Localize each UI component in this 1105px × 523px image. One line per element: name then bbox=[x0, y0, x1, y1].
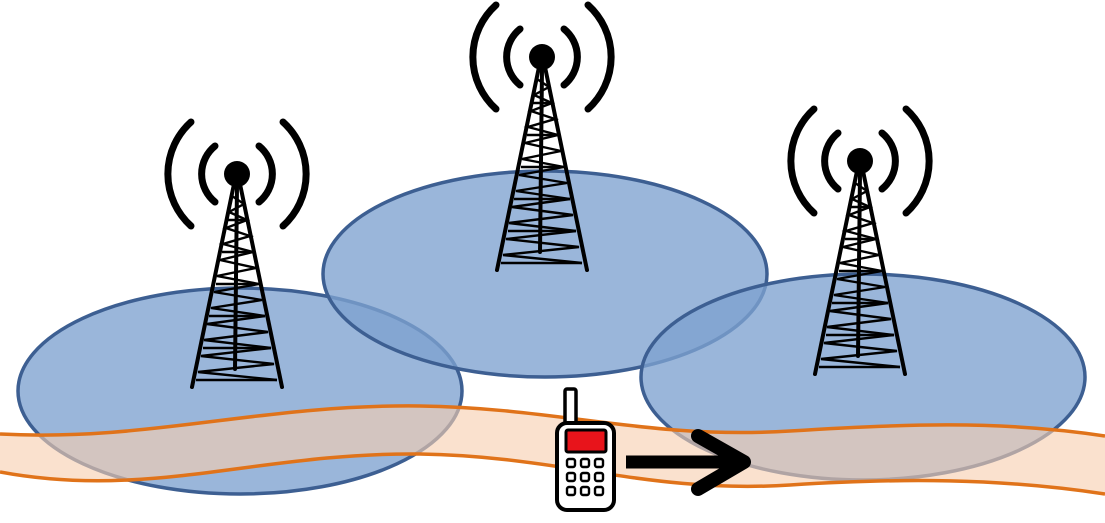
phone-screen bbox=[564, 428, 608, 454]
arrow-right-icon bbox=[626, 429, 751, 496]
road-edge-top bbox=[0, 404, 1105, 438]
road-band bbox=[0, 405, 1105, 494]
mobile-phone-icon bbox=[555, 387, 616, 512]
